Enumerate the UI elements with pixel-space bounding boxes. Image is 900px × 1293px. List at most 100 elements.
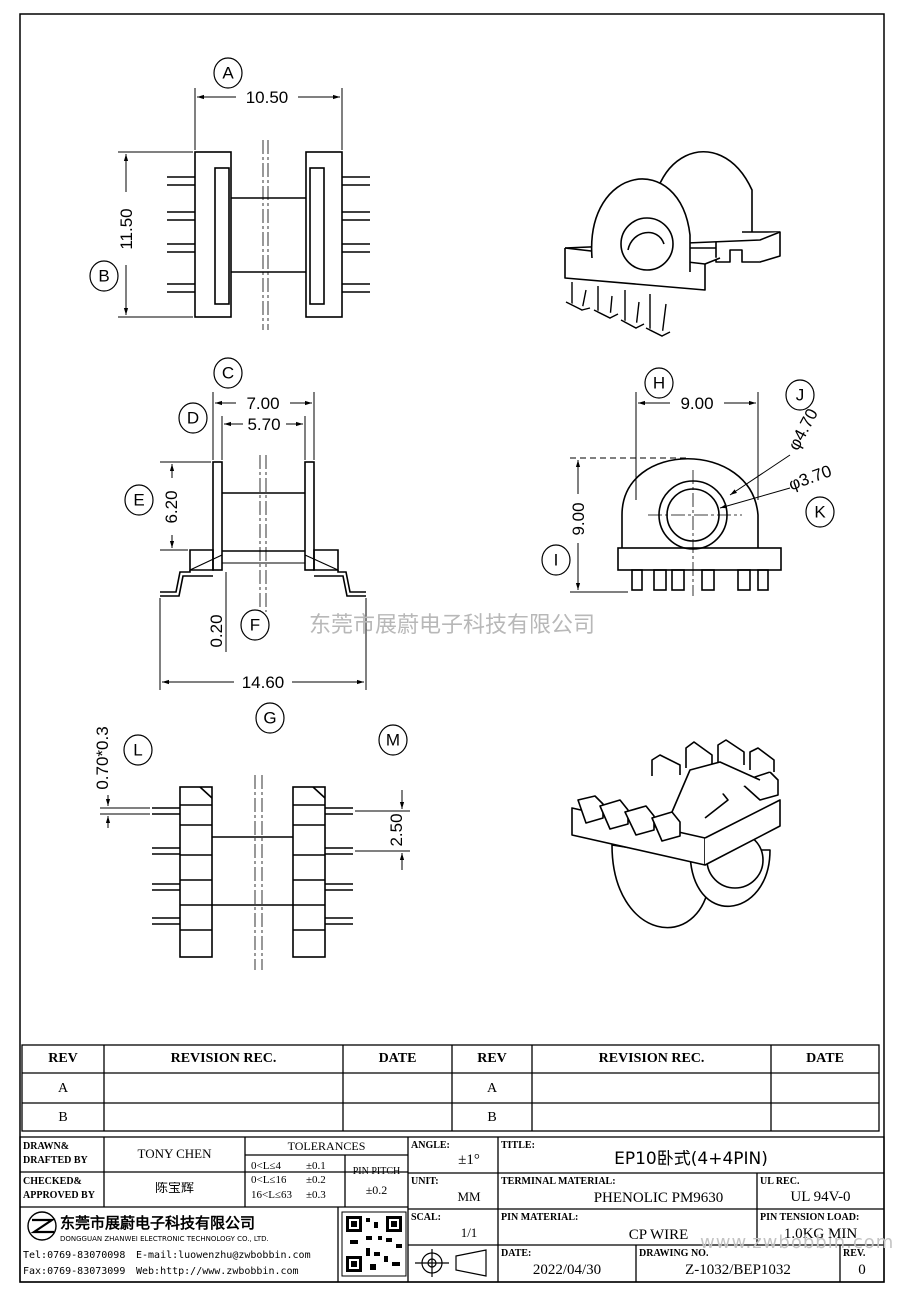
date-header-1: DATE (378, 1051, 417, 1066)
callout-I (541, 544, 571, 576)
revision-rec-header-1: REVISION REC. (170, 1051, 277, 1066)
front-view (160, 461, 366, 597)
callout-F (240, 609, 270, 641)
dim-E-value: 6.20 (162, 490, 181, 523)
pin-material-value: CP WIRE (628, 1227, 689, 1243)
callout-letter-F: F (250, 616, 260, 635)
unit-label: UNIT: (411, 1176, 439, 1187)
company-name-en: DONGGUAN ZHANWEI ELECTRONIC TECHNOLOGY C… (60, 1236, 269, 1243)
checked-label: CHECKED& (23, 1176, 82, 1187)
callout-letter-A: A (222, 64, 234, 83)
dimension-values: 10.50 11.50 7.00 5.70 6.20 0.20 14.60 9.… (93, 88, 834, 847)
tolerances-label: TOLERANCES (287, 1140, 366, 1153)
callout-letter-M: M (386, 731, 400, 750)
drafted-label: DRAFTED BY (23, 1155, 88, 1166)
dim-F-value: 0.20 (207, 614, 226, 647)
tolerance-range-2: 0<L≤16 (251, 1174, 287, 1186)
drawing-title: EP10卧式(4+4PIN) (614, 1150, 768, 1169)
rev-value: 0 (858, 1262, 866, 1278)
rev-header-1: REV (48, 1051, 78, 1066)
qr-code (341, 1211, 407, 1277)
approved-label: APPROVED BY (23, 1190, 95, 1201)
callout-G (255, 702, 285, 734)
callout-bubbles (89, 57, 835, 766)
tolerance-range-3: 16<L≤63 (251, 1189, 292, 1201)
dim-I-value: 9.00 (569, 502, 588, 535)
dim-A-value: 10.50 (246, 88, 289, 107)
callout-letter-I: I (554, 551, 559, 570)
pin-pitch-value: ±0.2 (365, 1184, 388, 1197)
callout-letter-C: C (222, 364, 234, 383)
side-view (617, 458, 782, 591)
dim-H-I-J-K-lines (570, 392, 791, 593)
company-name-cn: 东莞市展蔚电子科技有限公司 (60, 1215, 256, 1232)
unit-value: MM (457, 1190, 481, 1204)
angle-label: ANGLE: (411, 1140, 450, 1151)
callout-letter-B: B (98, 267, 109, 286)
top-view (167, 151, 370, 318)
callout-letter-J: J (796, 386, 805, 405)
url-watermark: www.zwbobbin.com (700, 1233, 895, 1253)
callout-letter-D: D (187, 409, 199, 428)
dim-A-lines (194, 88, 343, 150)
top-view-centerlines (262, 140, 269, 330)
dim-J-value: φ4.70 (784, 405, 821, 453)
rev-header-2: REV (477, 1051, 507, 1066)
tolerance-value-2: ±0.2 (306, 1174, 326, 1186)
callout-L (123, 734, 153, 766)
revision-table-grid (21, 1044, 880, 1132)
dim-B-value: 11.50 (117, 208, 136, 249)
scale-label: SCAL: (411, 1212, 442, 1223)
date-header-2: DATE (806, 1051, 844, 1066)
callout-letter-G: G (263, 709, 276, 728)
tolerance-value-1: ±0.1 (306, 1160, 326, 1172)
pin-material-label: PIN MATERIAL: (501, 1212, 579, 1223)
bottom-view (152, 786, 353, 958)
company-web: Web:http://www.zwbobbin.com (136, 1266, 299, 1277)
dim-K-value: φ3.70 (786, 461, 834, 494)
pin-tension-label: PIN TENSION LOAD: (760, 1212, 860, 1223)
callout-letter-E: E (133, 491, 144, 510)
title-label: TITLE: (501, 1140, 535, 1151)
iso-view-top (564, 151, 781, 337)
iso-view-bottom (571, 739, 781, 929)
callout-letters: A B C D E F G H I J K L M (98, 64, 826, 760)
drawing-no-label: DRAWING NO. (639, 1248, 709, 1259)
dim-C-value: 7.00 (246, 394, 279, 413)
rev-cell-a-left: A (57, 1081, 69, 1096)
callout-letter-L: L (133, 741, 142, 760)
callout-A (213, 57, 243, 89)
tolerance-range-1: 0<L≤4 (251, 1160, 281, 1172)
callout-K (805, 496, 835, 528)
front-view-centerlines (259, 455, 267, 612)
callout-letter-H: H (653, 374, 665, 393)
terminal-material-value: PHENOLIC PM9630 (593, 1190, 724, 1206)
company-watermark: 东莞市展蔚电子科技有限公司 (309, 613, 595, 638)
title-block-grid (19, 1136, 885, 1283)
ul-rec-value: UL 94V-0 (790, 1189, 851, 1205)
dim-G-value: 14.60 (242, 673, 285, 692)
dim-L-value: 0.70*0.3 (93, 726, 112, 789)
dim-B-lines (118, 151, 193, 318)
company-tel: Tel:0769-83070098 (23, 1250, 126, 1261)
dim-D-value: 5.70 (247, 415, 280, 434)
callout-D (178, 402, 208, 434)
pin-pitch-label: PIN PITCH (352, 1166, 401, 1177)
ul-rec-label: UL REC. (760, 1176, 800, 1187)
rev-label: REV. (843, 1248, 866, 1259)
callout-C (213, 357, 243, 389)
terminal-material-label: TERMINAL MATERIAL: (501, 1176, 616, 1187)
rev-cell-b-right: B (487, 1110, 497, 1125)
angle-value: ±1° (458, 1152, 480, 1168)
company-logo (27, 1211, 57, 1241)
revision-rec-header-2: REVISION REC. (598, 1051, 705, 1066)
callout-letter-K: K (814, 503, 826, 522)
approved-by-value: 陈宝辉 (154, 1182, 194, 1196)
bottom-view-centerlines (254, 775, 263, 970)
drawing-no-value: Z-1032/BEP1032 (685, 1262, 791, 1278)
scale-value: 1/1 (460, 1226, 478, 1240)
company-fax: Fax:0769-83073099 (23, 1266, 126, 1277)
side-view-centerlines (648, 470, 742, 596)
